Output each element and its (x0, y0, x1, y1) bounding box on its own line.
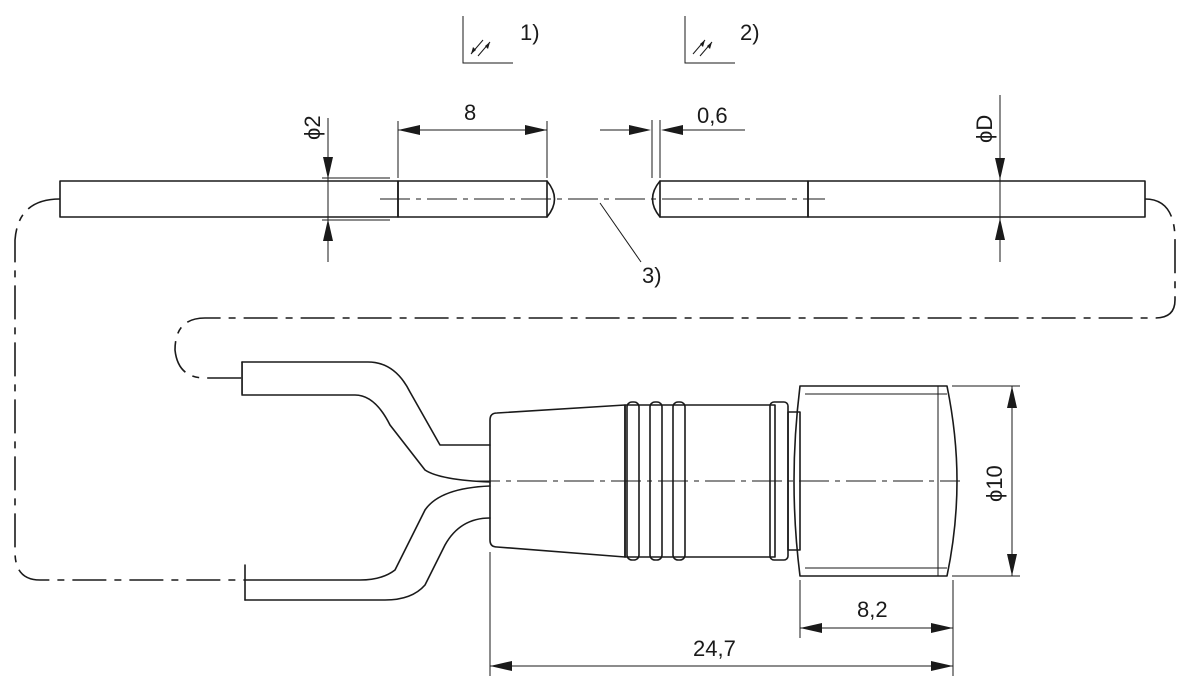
note-3-label: 3) (642, 263, 662, 288)
note-3-leader (599, 202, 642, 263)
dim-d10-label: ϕ10 (982, 465, 1007, 502)
dimension-d2: ϕ2 (300, 115, 333, 262)
dim-0-6-label: 0,6 (697, 103, 728, 128)
dim-24-7-label: 24,7 (693, 636, 736, 661)
dimension-0-6: 0,6 (600, 103, 745, 178)
dim-8-label: 8 (464, 100, 476, 125)
dimension-8-2: 8,2 (799, 580, 954, 676)
dim-d2-label: ϕ2 (300, 115, 325, 140)
cable-break-left (14, 198, 245, 581)
reference-symbol-2: 2) (684, 16, 760, 64)
dimension-8: 8 (397, 100, 548, 178)
dimension-dD: ϕD (972, 95, 1005, 262)
dim-dD-label: ϕD (972, 115, 997, 143)
cable-leads (241, 361, 491, 601)
note-1-label: 1) (520, 20, 540, 45)
dim-8-2-label: 8,2 (857, 597, 888, 622)
note-2-label: 2) (740, 20, 760, 45)
dimension-24-7: 24,7 (489, 552, 953, 676)
reference-symbol-1: 1) (462, 16, 540, 64)
cable-break-right (174, 198, 1176, 379)
dimension-d10: ϕ10 (952, 385, 1020, 577)
